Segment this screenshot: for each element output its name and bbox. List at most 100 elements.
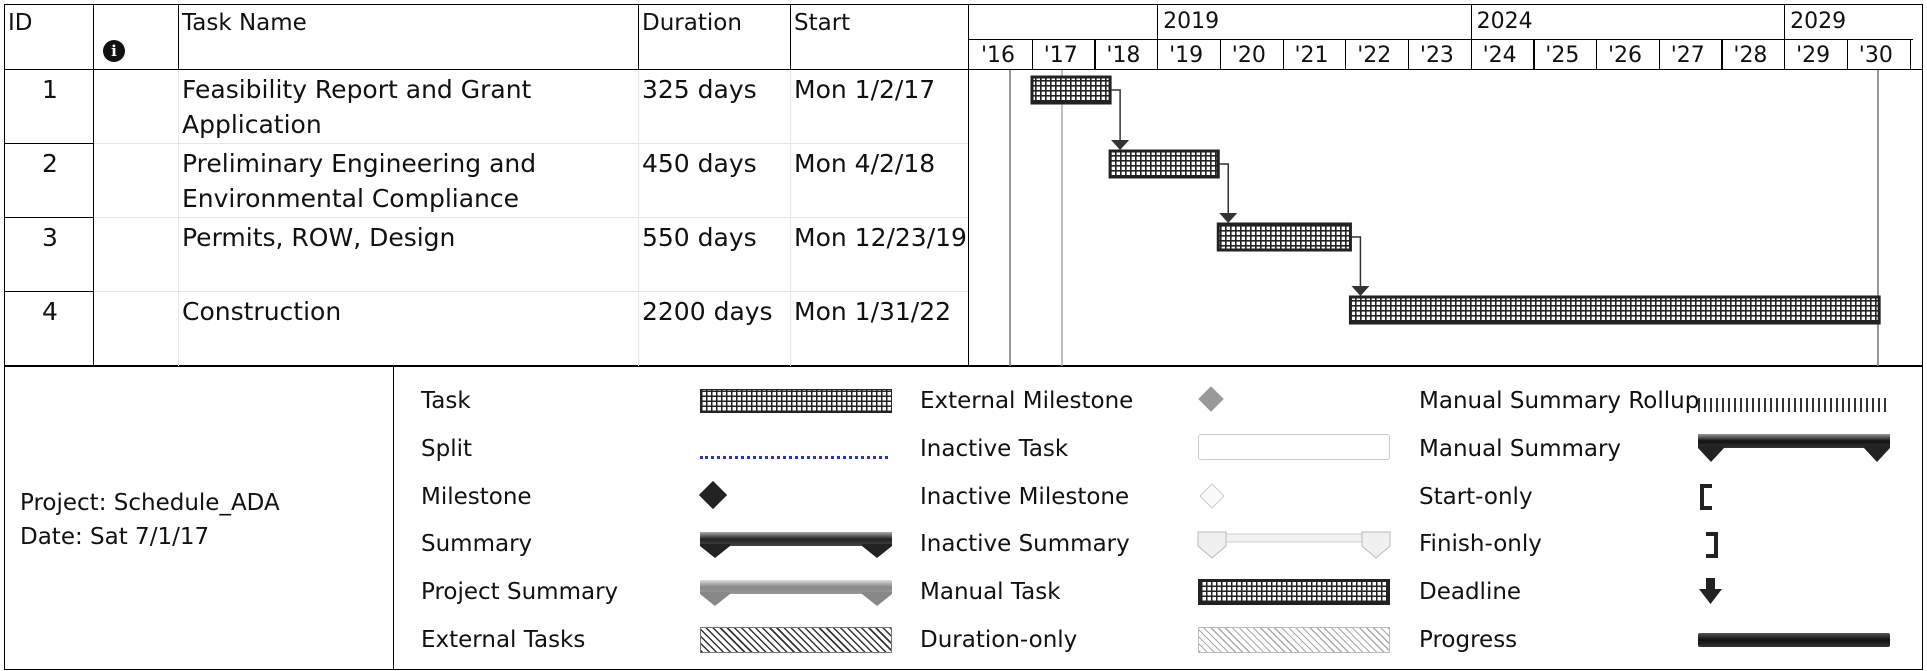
legend-swatch-manual-task (1198, 579, 1390, 605)
col-sep-light (790, 70, 791, 366)
timescale-minor-label: '22 (1357, 43, 1392, 68)
timescale-minor-divider (1094, 40, 1096, 70)
legend-swatch-split (700, 456, 888, 459)
timescale-major-divider (1157, 4, 1159, 40)
task-name[interactable]: Permits, ROW, Design (182, 223, 456, 252)
task-duration[interactable]: 2200 days (642, 297, 773, 326)
legend-label-inactive-summary: Inactive Summary (920, 531, 1130, 557)
legend-swatch-manual-summary (1698, 434, 1890, 462)
timescale-minor-label: '18 (1106, 43, 1141, 68)
gantt-table-frame (4, 4, 1923, 366)
timescale-minor-divider (1470, 40, 1472, 70)
row-sep-light (94, 143, 968, 144)
legend-label-manual-summary-rollup: Manual Summary Rollup (1419, 388, 1700, 414)
col-divider-id (93, 4, 95, 366)
legend-label-deadline: Deadline (1419, 579, 1522, 605)
task-name[interactable]: Feasibility Report and Grant (182, 75, 532, 104)
header-duration[interactable]: Duration (642, 10, 742, 36)
legend-label-manual-summary: Manual Summary (1419, 436, 1622, 462)
row-id: 1 (42, 75, 58, 104)
legend-swatch-start-only (1700, 484, 1712, 510)
task-start[interactable]: Mon 1/31/22 (794, 297, 952, 326)
project-name: Project: Schedule_ADA (20, 490, 280, 516)
task-start[interactable]: Mon 12/23/19 (794, 223, 967, 252)
timescale-minor-divider (1282, 40, 1284, 70)
timescale-minor-divider (1596, 40, 1598, 70)
timescale-minor-label: '28 (1733, 43, 1768, 68)
header-task-name[interactable]: Task Name (182, 10, 307, 36)
legend-label-project-summary: Project Summary (421, 579, 619, 605)
timescale-minor-label: '21 (1294, 43, 1329, 68)
task-start[interactable]: Mon 1/2/17 (794, 75, 936, 104)
col-divider-info (178, 4, 180, 70)
header-bottom-line (4, 69, 1923, 71)
timescale-major-divider (1784, 4, 1786, 40)
row-id: 4 (42, 297, 58, 326)
timescale-minor-label: '25 (1545, 43, 1580, 68)
timescale-minor-divider (1533, 40, 1535, 70)
timescale-minor-divider (1784, 40, 1786, 70)
task-name[interactable]: Preliminary Engineering and (182, 149, 537, 178)
row-sep-1-id (4, 143, 94, 145)
legend-swatch-project-summary (700, 580, 892, 606)
task-start[interactable]: Mon 4/2/18 (794, 149, 936, 178)
timescale-major-divider (1470, 4, 1472, 40)
legend-swatch-duration-only (1198, 627, 1390, 653)
legend-divider (393, 366, 395, 670)
timescale-major-label: 2024 (1476, 9, 1533, 34)
task-duration[interactable]: 325 days (642, 75, 757, 104)
task-name-line2[interactable]: Application (182, 110, 322, 139)
info-icon[interactable]: i (103, 40, 125, 62)
legend-swatch-external-tasks (700, 627, 892, 653)
header-start[interactable]: Start (794, 10, 851, 36)
legend-swatch-manual-summary-rollup (1698, 398, 1890, 412)
row-id: 3 (42, 223, 58, 252)
legend-label-external-tasks: External Tasks (421, 627, 586, 653)
legend-swatch-summary (700, 532, 892, 558)
col-divider-duration (790, 4, 792, 70)
timescale-minor-label: '19 (1169, 43, 1204, 68)
task-duration[interactable]: 550 days (642, 223, 757, 252)
col-divider-name (638, 4, 640, 70)
timescale-minor-label: '16 (981, 43, 1016, 68)
row-sep-light (94, 217, 968, 218)
legend-label-inactive-task: Inactive Task (920, 436, 1069, 462)
timescale-minor-divider (1031, 40, 1033, 70)
legend-label-summary: Summary (421, 531, 533, 557)
timescale-major-label: 2029 (1790, 9, 1847, 34)
project-date: Date: Sat 7/1/17 (20, 524, 210, 550)
legend-label-external-milestone: External Milestone (920, 388, 1134, 414)
timescale-minor-divider (1345, 40, 1347, 70)
timescale-major-label: 2019 (1163, 9, 1220, 34)
timescale-minor-label: '27 (1670, 43, 1705, 68)
legend-swatch-deadline (1699, 578, 1722, 604)
timescale-minor-label: '17 (1043, 43, 1078, 68)
col-sep-light (178, 70, 179, 366)
legend-label-duration-only: Duration-only (920, 627, 1078, 653)
task-name-line2[interactable]: Environmental Compliance (182, 184, 519, 213)
legend-swatch-task (700, 389, 892, 413)
header-id[interactable]: ID (8, 10, 33, 36)
task-duration[interactable]: 450 days (642, 149, 757, 178)
timescale-minor-label: '23 (1419, 43, 1454, 68)
row-sep-2-id (4, 217, 94, 219)
legend-frame (4, 366, 1923, 670)
timescale-minor-divider (1721, 40, 1723, 70)
timescale-minor-label: '20 (1231, 43, 1266, 68)
timescale-mid-line (968, 39, 1913, 41)
row-sep-light (94, 291, 968, 292)
timescale-minor-divider (1407, 40, 1410, 70)
legend-label-finish-only: Finish-only (1419, 531, 1542, 557)
task-name[interactable]: Construction (182, 297, 342, 326)
col-divider-chart (968, 4, 970, 366)
timescale-minor-divider (1157, 40, 1159, 70)
legend-swatch-inactive-summary (1197, 531, 1391, 559)
legend-label-milestone: Milestone (421, 484, 532, 510)
legend-label-progress: Progress (1419, 627, 1518, 653)
timescale-minor-label: '29 (1796, 43, 1831, 68)
legend-swatch-progress (1698, 633, 1890, 647)
timescale-minor-divider (1909, 40, 1911, 70)
row-sep-3-id (4, 291, 94, 293)
timescale-minor-divider (1846, 40, 1849, 70)
legend-swatch-finish-only (1706, 532, 1718, 558)
